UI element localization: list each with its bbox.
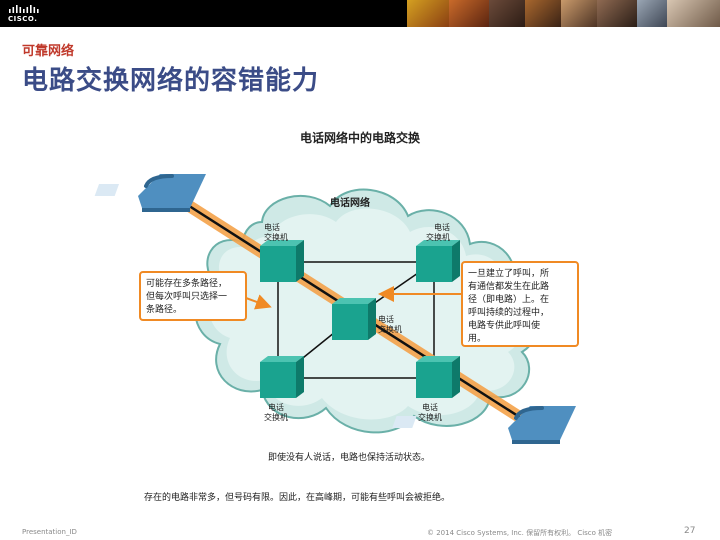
banner-photo bbox=[489, 0, 525, 27]
banner-photo bbox=[597, 0, 637, 27]
switch-top-right bbox=[416, 240, 460, 282]
switch-top-left-label-2: 交换机 bbox=[264, 232, 288, 242]
banner-photo bbox=[637, 0, 667, 27]
callout-right-line: 呼叫持续的过程中， bbox=[468, 306, 549, 318]
banner-photo bbox=[561, 0, 597, 27]
switch-center bbox=[332, 298, 376, 340]
top-banner: CISCO. bbox=[0, 0, 720, 27]
callout-right-line: 一旦建立了呼叫，所 bbox=[468, 267, 549, 279]
banner-photo bbox=[449, 0, 489, 27]
switch-top-right-label-2: 交换机 bbox=[426, 232, 450, 242]
diagram-heading: 电话网络中的电路交换 bbox=[300, 130, 421, 145]
caption-circuit-active: 即使没有人说话，电路也保持活动状态。 bbox=[268, 451, 430, 463]
callout-right-line: 电路专供此呼叫使 bbox=[468, 319, 540, 331]
switch-top-left bbox=[260, 240, 304, 282]
switch-bottom-right-label-2: 交换机 bbox=[418, 412, 442, 422]
footer-copyright: © 2014 Cisco Systems, Inc. 保留所有权利。 Cisco… bbox=[427, 529, 613, 537]
callout-left-line: 可能存在多条路径， bbox=[146, 277, 227, 289]
callout-right-line: 有通信都发生在此路 bbox=[468, 280, 549, 292]
banner-photo-strip bbox=[407, 0, 720, 27]
switch-bottom-right bbox=[416, 356, 460, 398]
banner-photo bbox=[667, 0, 720, 27]
cisco-logo: CISCO. bbox=[8, 4, 44, 24]
callout-right-line: 用。 bbox=[468, 333, 486, 344]
switch-center-label-2: 交换机 bbox=[378, 324, 402, 334]
switch-top-left-label-1: 电话 bbox=[264, 222, 280, 232]
switch-bottom-left-label-1: 电话 bbox=[268, 402, 284, 412]
callout-left-line: 条路径。 bbox=[146, 303, 182, 315]
callout-right-line: 径（即电路）上。在 bbox=[468, 293, 549, 305]
footer-presentation-id: Presentation_ID bbox=[22, 528, 77, 536]
switch-top-right-label-1: 电话 bbox=[434, 222, 450, 232]
page-title: 电路交换网络的容错能力 bbox=[22, 66, 320, 96]
page-number: 27 bbox=[684, 526, 696, 536]
callout-left-box bbox=[139, 271, 247, 321]
switch-center-label-1: 电话 bbox=[378, 314, 394, 324]
cloud-label: 电话网络 bbox=[330, 196, 370, 209]
switch-bottom-left-label-2: 交换机 bbox=[264, 412, 288, 422]
banner-photo bbox=[525, 0, 561, 27]
callout-left-line: 但每次呼叫只选择一 bbox=[146, 290, 227, 302]
logo-wordmark: CISCO. bbox=[8, 15, 38, 23]
section-subtitle: 可靠网络 bbox=[22, 44, 75, 59]
banner-photo bbox=[407, 0, 449, 27]
phone-icon bbox=[94, 174, 206, 212]
callout-left-arrow bbox=[245, 294, 272, 310]
callout-right-box bbox=[461, 261, 579, 347]
switch-bottom-left bbox=[260, 356, 304, 398]
phone-icon bbox=[392, 406, 576, 444]
caption-limited-numbers: 存在的电路非常多，但号码有限。因此，在高峰期，可能有些呼叫会被拒绝。 bbox=[144, 491, 450, 503]
switch-bottom-right-label-1: 电话 bbox=[422, 402, 438, 412]
